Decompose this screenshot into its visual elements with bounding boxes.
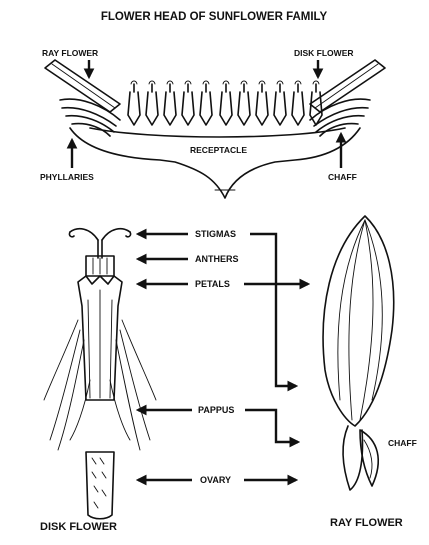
head-label-ray-flower: RAY FLOWER: [42, 48, 98, 58]
diagram-title: FLOWER HEAD OF SUNFLOWER FAMILY: [101, 11, 328, 23]
part-label-petals: PETALS: [195, 279, 230, 289]
ray-flower-illustration: [323, 216, 394, 490]
part-label-ovary: OVARY: [200, 475, 231, 485]
right-phyllaries: [310, 99, 370, 136]
part-label-chaff: CHAFF: [388, 438, 417, 448]
disk-florets-row: [128, 81, 322, 125]
bottom-label-ray-flower: RAY FLOWER: [330, 517, 403, 529]
bottom-label-disk-flower: DISK FLOWER: [40, 521, 117, 533]
head-label-phyllaries: PHYLLARIES: [40, 172, 94, 182]
disk-flower-illustration: [44, 229, 156, 519]
part-label-stigmas: STIGMAS: [195, 229, 236, 239]
left-ray-flower: [45, 60, 120, 112]
stigmas-arrow-right: [250, 234, 296, 386]
part-label-pappus: PAPPUS: [198, 405, 234, 415]
pappus-arrow-right: [245, 410, 298, 442]
part-label-anthers: ANTHERS: [195, 254, 239, 264]
left-phyllaries: [60, 99, 120, 136]
receptacle-shape: [70, 128, 360, 198]
head-label-disk-flower: DISK FLOWER: [294, 48, 354, 58]
head-label-receptacle: RECEPTACLE: [190, 145, 247, 155]
flower-head-illustration: RAY FLOWER DISK FLOWER RECEPTACLE PHYLLA…: [40, 48, 385, 198]
head-label-chaff: CHAFF: [328, 172, 357, 182]
